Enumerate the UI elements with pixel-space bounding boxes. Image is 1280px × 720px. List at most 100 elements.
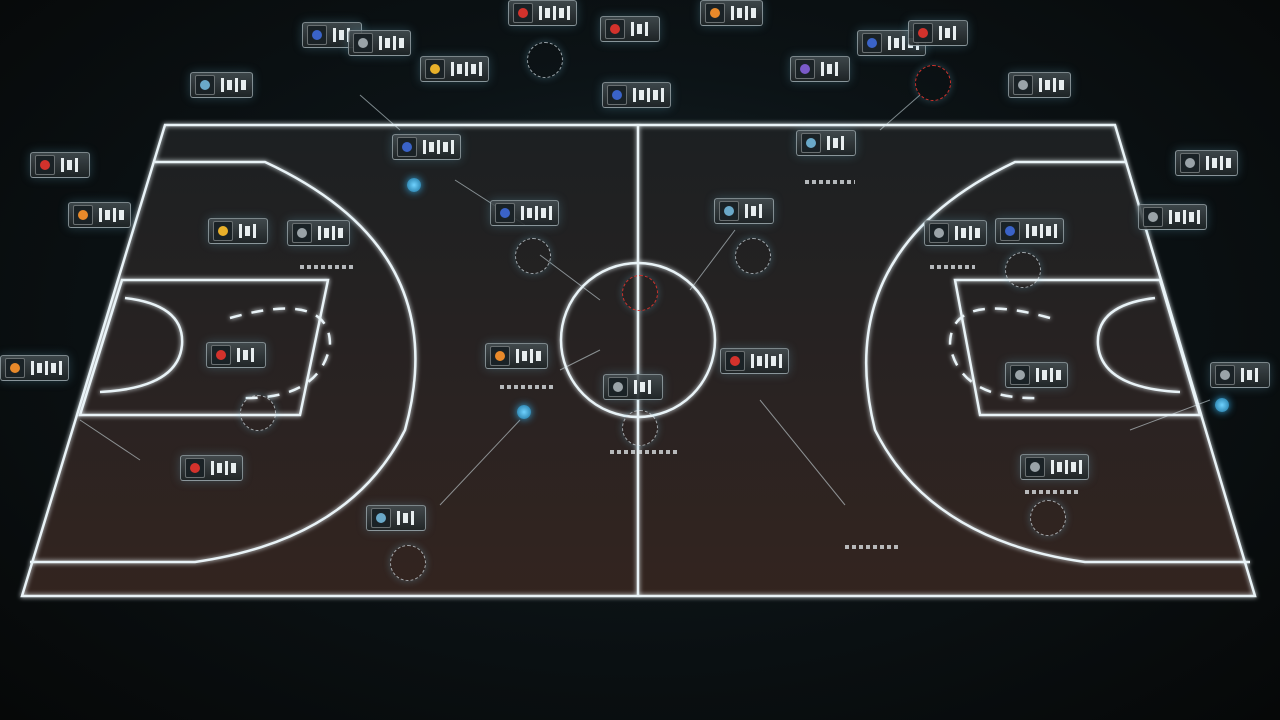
- player-glyph-icon: [515, 238, 551, 274]
- player-stat-card[interactable]: [287, 220, 350, 246]
- position-dot-icon: [517, 405, 531, 419]
- connector-line: [79, 419, 141, 461]
- team-logo-icon: [1215, 365, 1235, 385]
- stat-glyphs: [423, 140, 454, 154]
- connector-line: [559, 349, 601, 371]
- caption-line: [845, 545, 900, 549]
- player-stat-card[interactable]: [924, 220, 987, 246]
- stat-glyphs: [397, 511, 414, 525]
- player-stat-card[interactable]: [700, 0, 763, 26]
- position-dot-icon: [1215, 398, 1229, 412]
- player-stat-card[interactable]: [603, 374, 663, 400]
- stat-glyphs: [239, 224, 256, 238]
- player-stat-card[interactable]: [0, 355, 69, 381]
- player-stat-card[interactable]: [30, 152, 90, 178]
- position-dot-icon: [407, 178, 421, 192]
- player-stat-card[interactable]: [68, 202, 131, 228]
- stat-glyphs: [821, 62, 838, 76]
- player-stat-card[interactable]: [790, 56, 850, 82]
- player-glyph-icon: [622, 275, 658, 311]
- player-stat-card[interactable]: [1138, 204, 1207, 230]
- stat-glyphs: [1036, 368, 1061, 382]
- team-logo-icon: [705, 3, 725, 23]
- player-stat-card[interactable]: [995, 218, 1064, 244]
- player-stat-card[interactable]: [190, 72, 253, 98]
- team-logo-icon: [211, 345, 231, 365]
- team-logo-icon: [1013, 75, 1033, 95]
- team-logo-icon: [5, 358, 25, 378]
- stat-glyphs: [1241, 368, 1258, 382]
- team-logo-icon: [1180, 153, 1200, 173]
- player-stat-card[interactable]: [908, 20, 968, 46]
- team-logo-icon: [73, 205, 93, 225]
- connector-line: [879, 94, 921, 131]
- paint-right: [953, 278, 1202, 417]
- team-logo-icon: [490, 346, 510, 366]
- team-logo-icon: [292, 223, 312, 243]
- team-logo-icon: [608, 377, 628, 397]
- stat-glyphs: [451, 62, 482, 76]
- connector-line: [759, 399, 846, 506]
- ft-circle-right: [948, 307, 1051, 400]
- player-stat-card[interactable]: [600, 16, 660, 42]
- player-stat-card[interactable]: [1005, 362, 1068, 388]
- stat-glyphs: [1051, 460, 1082, 474]
- stat-glyphs: [939, 26, 956, 40]
- stat-glyphs: [237, 348, 254, 362]
- player-stat-card[interactable]: [366, 505, 426, 531]
- player-glyph-icon: [240, 395, 276, 431]
- team-logo-icon: [425, 59, 445, 79]
- connector-line: [359, 94, 401, 131]
- stat-glyphs: [745, 204, 762, 218]
- connector-line: [689, 229, 736, 291]
- player-stat-card[interactable]: [508, 0, 577, 26]
- team-logo-icon: [913, 23, 933, 43]
- team-logo-icon: [397, 137, 417, 157]
- player-stat-card[interactable]: [208, 218, 268, 244]
- caption-line: [500, 385, 555, 389]
- stat-glyphs: [31, 361, 62, 375]
- player-stat-card[interactable]: [206, 342, 266, 368]
- player-stat-card[interactable]: [490, 200, 559, 226]
- player-stat-card[interactable]: [392, 134, 461, 160]
- team-logo-icon: [213, 221, 233, 241]
- stat-glyphs: [379, 36, 404, 50]
- team-logo-icon: [725, 351, 745, 371]
- caption-line: [300, 265, 355, 269]
- caption-line: [610, 450, 680, 454]
- player-stat-card[interactable]: [1175, 150, 1238, 176]
- stat-glyphs: [521, 206, 552, 220]
- player-glyph-icon: [915, 65, 951, 101]
- stat-glyphs: [1039, 78, 1064, 92]
- player-stat-card[interactable]: [796, 130, 856, 156]
- team-logo-icon: [195, 75, 215, 95]
- team-logo-icon: [605, 19, 625, 39]
- player-stat-card[interactable]: [180, 455, 243, 481]
- player-stat-card[interactable]: [348, 30, 411, 56]
- stat-glyphs: [99, 208, 124, 222]
- team-logo-icon: [353, 33, 373, 53]
- player-stat-card[interactable]: [1210, 362, 1270, 388]
- player-stat-card[interactable]: [420, 56, 489, 82]
- player-stat-card[interactable]: [714, 198, 774, 224]
- ft-circle-left: [229, 307, 332, 400]
- connector-line: [1129, 399, 1211, 431]
- stat-glyphs: [634, 380, 651, 394]
- key-arc-right: [1096, 296, 1181, 394]
- team-logo-icon: [35, 155, 55, 175]
- player-glyph-icon: [527, 42, 563, 78]
- stat-glyphs: [1026, 224, 1057, 238]
- player-stat-card[interactable]: [602, 82, 671, 108]
- stat-glyphs: [1206, 156, 1231, 170]
- three-point-arc-left: [30, 160, 417, 564]
- player-stat-card[interactable]: [720, 348, 789, 374]
- stat-glyphs: [731, 6, 756, 20]
- team-logo-icon: [495, 203, 515, 223]
- team-logo-icon: [1025, 457, 1045, 477]
- team-logo-icon: [1143, 207, 1163, 227]
- team-logo-icon: [1000, 221, 1020, 241]
- stat-glyphs: [61, 158, 78, 172]
- player-stat-card[interactable]: [485, 343, 548, 369]
- player-stat-card[interactable]: [1020, 454, 1089, 480]
- player-stat-card[interactable]: [1008, 72, 1071, 98]
